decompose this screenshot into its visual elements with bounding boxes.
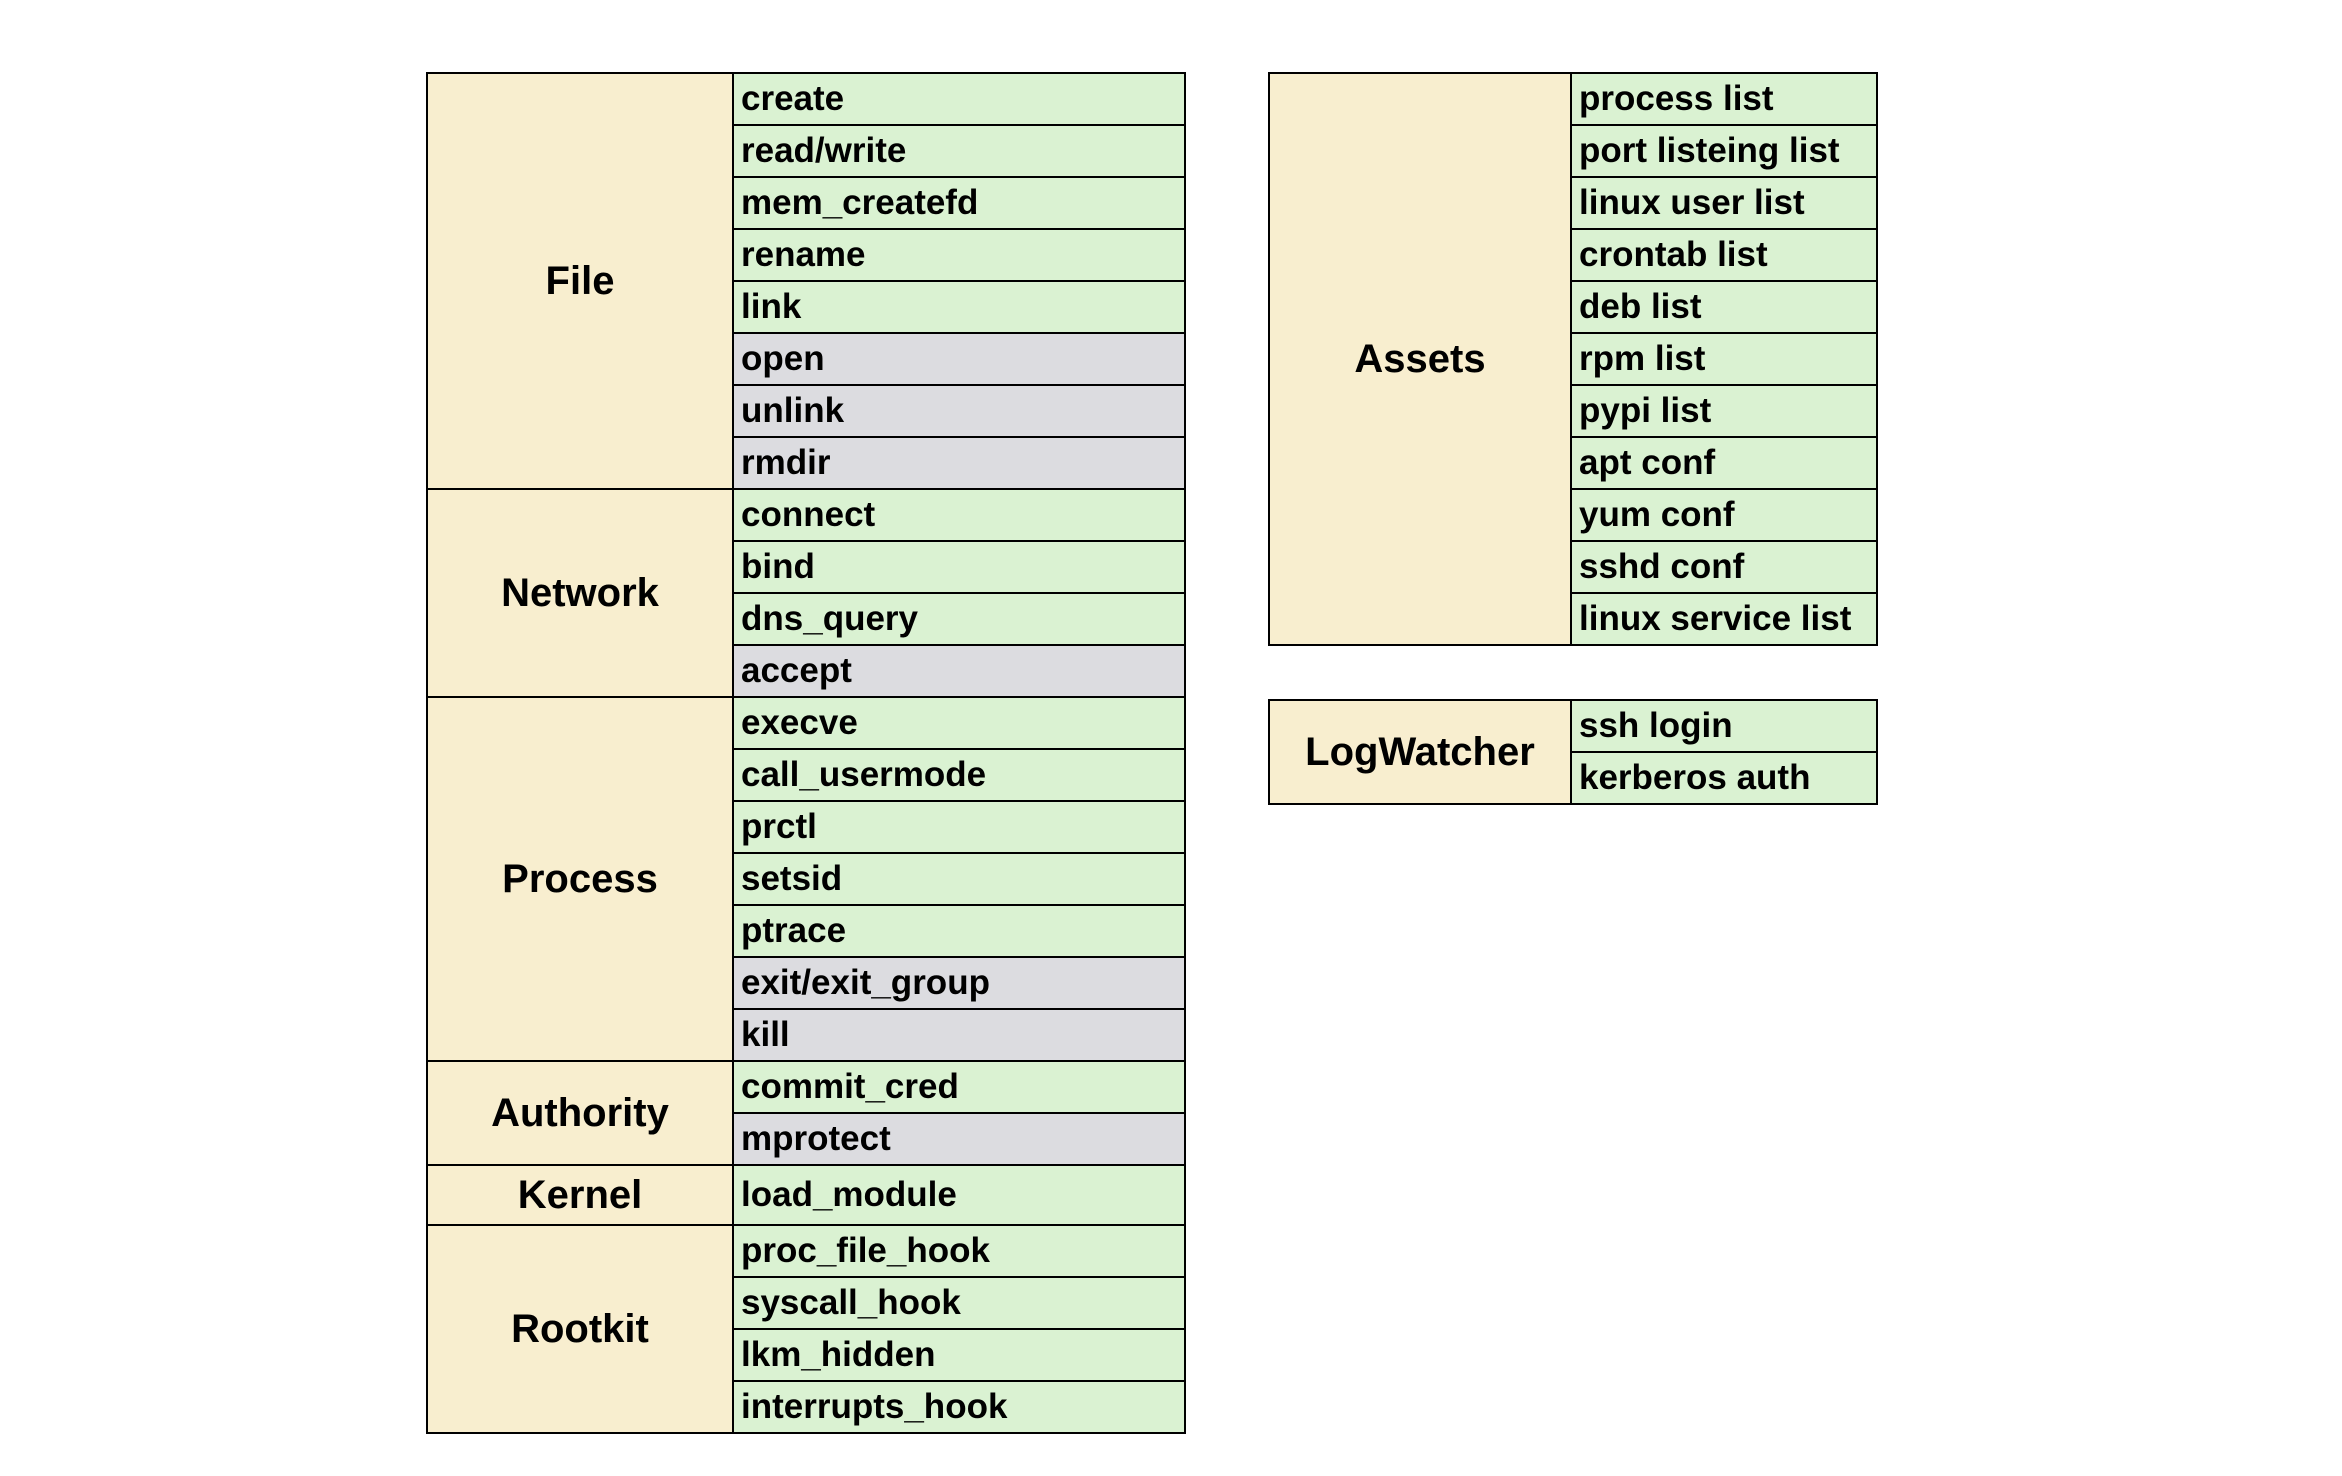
item-kerberos-auth: kerberos auth bbox=[1570, 751, 1878, 805]
table-row: kill bbox=[427, 1008, 1186, 1062]
category-authority: Authority bbox=[426, 1060, 734, 1166]
table-row: ptrace bbox=[427, 904, 1186, 958]
item-sshd-conf: sshd conf bbox=[1570, 540, 1878, 594]
table-row: kerberos auth bbox=[1269, 751, 1878, 805]
table-row: linux service list bbox=[1269, 592, 1878, 646]
item-unlink: unlink bbox=[732, 384, 1186, 438]
table-row: rmdir bbox=[427, 436, 1186, 490]
item-commit-cred: commit_cred bbox=[732, 1060, 1186, 1114]
item-dns-query: dns_query bbox=[732, 592, 1186, 646]
table-row: prctl bbox=[427, 800, 1186, 854]
item-call-usermode: call_usermode bbox=[732, 748, 1186, 802]
item-kill: kill bbox=[732, 1008, 1186, 1062]
table-row: crontab list bbox=[1269, 228, 1878, 282]
table-row: rpm list bbox=[1269, 332, 1878, 386]
item-mprotect: mprotect bbox=[732, 1112, 1186, 1166]
table-row: read/write bbox=[427, 124, 1186, 178]
table-row: linux user list bbox=[1269, 176, 1878, 230]
item-connect: connect bbox=[732, 488, 1186, 542]
item-create: create bbox=[732, 72, 1186, 126]
table-row: dns_query bbox=[427, 592, 1186, 646]
table-row: yum conf bbox=[1269, 488, 1878, 542]
category-file: File bbox=[426, 72, 734, 490]
item-setsid: setsid bbox=[732, 852, 1186, 906]
item-syscall-hook: syscall_hook bbox=[732, 1276, 1186, 1330]
table-row: pypi list bbox=[1269, 384, 1878, 438]
item-apt-conf: apt conf bbox=[1570, 436, 1878, 490]
item-accept: accept bbox=[732, 644, 1186, 698]
table-row: link bbox=[427, 280, 1186, 334]
table-row: open bbox=[427, 332, 1186, 386]
category-logwatcher: LogWatcher bbox=[1268, 699, 1572, 805]
item-rename: rename bbox=[732, 228, 1186, 282]
item-load-module: load_module bbox=[732, 1164, 1186, 1226]
category-network: Network bbox=[426, 488, 734, 698]
table-row: sshd conf bbox=[1269, 540, 1878, 594]
item-crontab-list: crontab list bbox=[1570, 228, 1878, 282]
category-assets: Assets bbox=[1268, 72, 1572, 646]
item-prctl: prctl bbox=[732, 800, 1186, 854]
table-row: mem_createfd bbox=[427, 176, 1186, 230]
item-proc-file-hook: proc_file_hook bbox=[732, 1224, 1186, 1278]
item-process-list: process list bbox=[1570, 72, 1878, 126]
table-row: setsid bbox=[427, 852, 1186, 906]
item-ssh-login: ssh login bbox=[1570, 699, 1878, 753]
item-rmdir: rmdir bbox=[732, 436, 1186, 490]
table-row: exit/exit_group bbox=[427, 956, 1186, 1010]
table-row: apt conf bbox=[1269, 436, 1878, 490]
category-process: Process bbox=[426, 696, 734, 1062]
table-row: syscall_hook bbox=[427, 1276, 1186, 1330]
item-linux-service-list: linux service list bbox=[1570, 592, 1878, 646]
table-row: port listeing list bbox=[1269, 124, 1878, 178]
item-read-write: read/write bbox=[732, 124, 1186, 178]
item-port-listeing-list: port listeing list bbox=[1570, 124, 1878, 178]
item-deb-list: deb list bbox=[1570, 280, 1878, 334]
item-execve: execve bbox=[732, 696, 1186, 750]
item-link: link bbox=[732, 280, 1186, 334]
item-interrupts-hook: interrupts_hook bbox=[732, 1380, 1186, 1434]
table-row: accept bbox=[427, 644, 1186, 698]
item-ptrace: ptrace bbox=[732, 904, 1186, 958]
item-open: open bbox=[732, 332, 1186, 386]
item-yum-conf: yum conf bbox=[1570, 488, 1878, 542]
item-linux-user-list: linux user list bbox=[1570, 176, 1878, 230]
item-bind: bind bbox=[732, 540, 1186, 594]
table-row: unlink bbox=[427, 384, 1186, 438]
table-row: mprotect bbox=[427, 1112, 1186, 1166]
item-exit-exit-group: exit/exit_group bbox=[732, 956, 1186, 1010]
item-lkm-hidden: lkm_hidden bbox=[732, 1328, 1186, 1382]
table-row: rename bbox=[427, 228, 1186, 282]
item-mem-createfd: mem_createfd bbox=[732, 176, 1186, 230]
table-row: call_usermode bbox=[427, 748, 1186, 802]
item-pypi-list: pypi list bbox=[1570, 384, 1878, 438]
table-row: deb list bbox=[1269, 280, 1878, 334]
table-row: interrupts_hook bbox=[427, 1380, 1186, 1434]
table-row: bind bbox=[427, 540, 1186, 594]
table-row: lkm_hidden bbox=[427, 1328, 1186, 1382]
item-rpm-list: rpm list bbox=[1570, 332, 1878, 386]
category-rootkit: Rootkit bbox=[426, 1224, 734, 1434]
category-kernel: Kernel bbox=[426, 1164, 734, 1226]
